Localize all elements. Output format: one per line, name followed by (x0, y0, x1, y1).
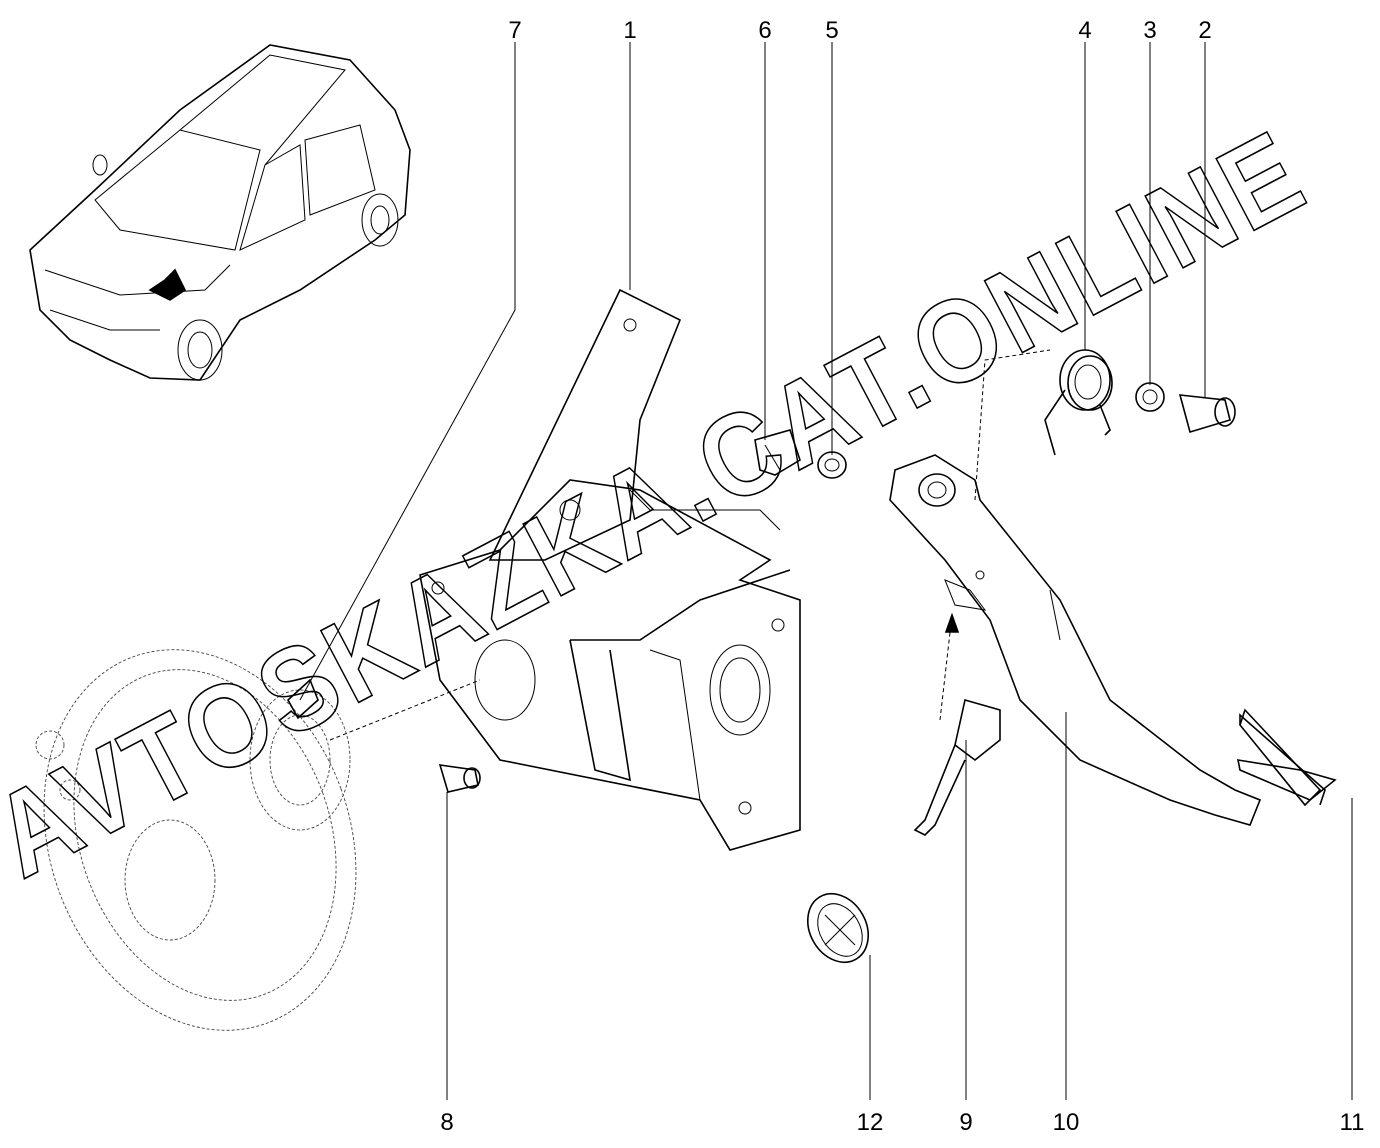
pivot-pin-part-2 (1178, 394, 1236, 434)
washer-part-3 (1135, 382, 1165, 412)
car-locator-illustration (29, 44, 411, 381)
pedal-bracket (419, 288, 801, 851)
callout-11: 11 (1340, 1109, 1365, 1136)
callout-7: 7 (508, 17, 521, 44)
brake-booster-ghost (35, 649, 481, 1031)
clip-part-7 (286, 678, 319, 720)
callout-8: 8 (440, 1109, 453, 1136)
pedal-pad-part-11 (1236, 708, 1337, 807)
callout-9: 9 (959, 1109, 972, 1136)
stop-light-switch-part-9 (913, 612, 1001, 836)
callout-3: 3 (1143, 17, 1156, 44)
pin-part-8 (438, 764, 481, 793)
grommet-part-12 (807, 893, 869, 963)
brake-pedal-part-10 (889, 349, 1262, 826)
watermark-text: AVTOSKAZKA.CAT.ONLINE (0, 105, 1326, 903)
callout-12: 12 (857, 1109, 884, 1136)
leader-lines (299, 42, 1353, 1100)
clip-part-6 (754, 429, 801, 476)
callout-5: 5 (825, 17, 838, 44)
callout-2: 2 (1198, 17, 1211, 44)
callout-1: 1 (623, 17, 636, 44)
callout-4: 4 (1078, 17, 1091, 44)
callout-10: 10 (1053, 1109, 1080, 1136)
callout-6: 6 (758, 17, 771, 44)
return-spring-part-4 (1044, 349, 1113, 456)
